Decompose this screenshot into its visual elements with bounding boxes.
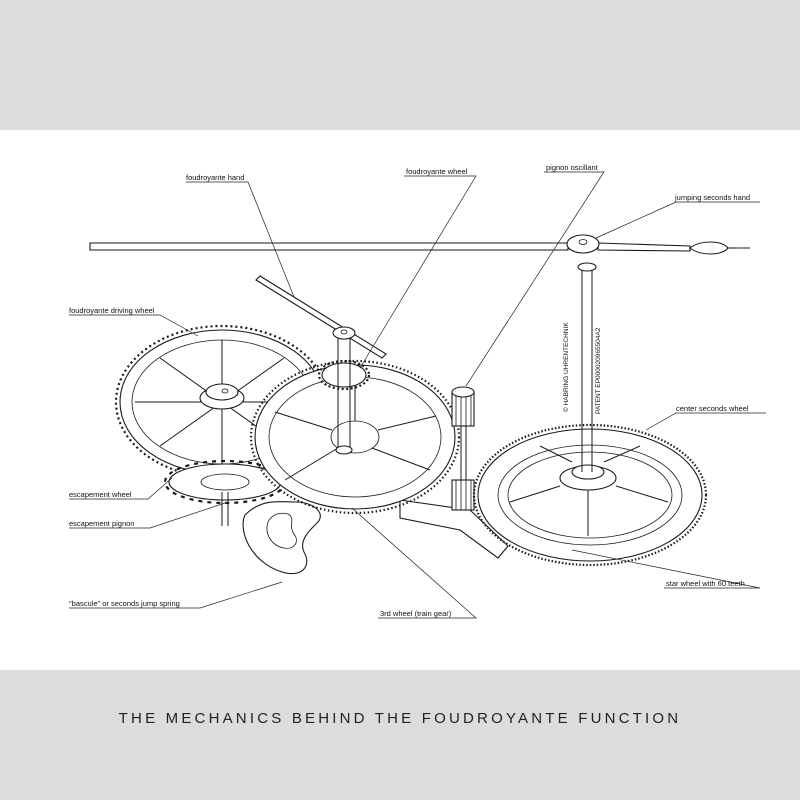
label-star-wheel: star wheel with 60 teeth: [666, 579, 745, 588]
foudroyante-hand: [255, 275, 387, 359]
mechanism-diagram: © HABRING UHRENTECHNIK PATENT EP00002096…: [0, 130, 800, 670]
patent-engraving: © HABRING UHRENTECHNIK PATENT EP00002096…: [562, 322, 602, 414]
third-wheel: [249, 359, 461, 515]
bascule-spring: [242, 501, 321, 574]
center-seconds-wheel: [472, 423, 708, 567]
pignon-oscillant: [451, 386, 475, 511]
label-foudroyante-wheel: foudroyante wheel: [406, 167, 468, 176]
diagram-caption: THE MECHANICS BEHIND THE FOUDROYANTE FUN…: [118, 710, 682, 727]
label-bascule: "bascule" or seconds jump spring: [69, 599, 180, 608]
label-escapement-wheel: escapement wheel: [69, 490, 132, 499]
label-third-wheel: 3rd wheel (train gear): [380, 609, 452, 618]
engraving-line-1: © HABRING UHRENTECHNIK: [562, 322, 570, 412]
label-center-seconds-wheel: center seconds wheel: [676, 404, 749, 413]
leader-lines: [69, 171, 766, 619]
diagram-svg: © HABRING UHRENTECHNIK PATENT EP00002096…: [69, 163, 766, 619]
foudroyante-wheel: [317, 335, 371, 455]
label-foudroyante-hand: foudroyante hand: [186, 173, 244, 182]
part-labels: foudroyante hand foudroyante wheel pigno…: [69, 163, 750, 618]
label-jumping-seconds-hand: jumping seconds hand: [674, 193, 750, 202]
top-band: [0, 0, 800, 130]
label-foudroyante-driving-wheel: foudroyante driving wheel: [69, 306, 155, 315]
bottom-band: [0, 670, 800, 800]
center-seconds-arbor: [577, 262, 597, 472]
engraving-line-2: PATENT EP000020965504A2: [595, 327, 602, 414]
jumping-seconds-hand: [89, 234, 750, 255]
label-escapement-pignon: escapement pignon: [69, 519, 134, 528]
label-pignon-oscillant: pignon oscillant: [546, 163, 599, 172]
